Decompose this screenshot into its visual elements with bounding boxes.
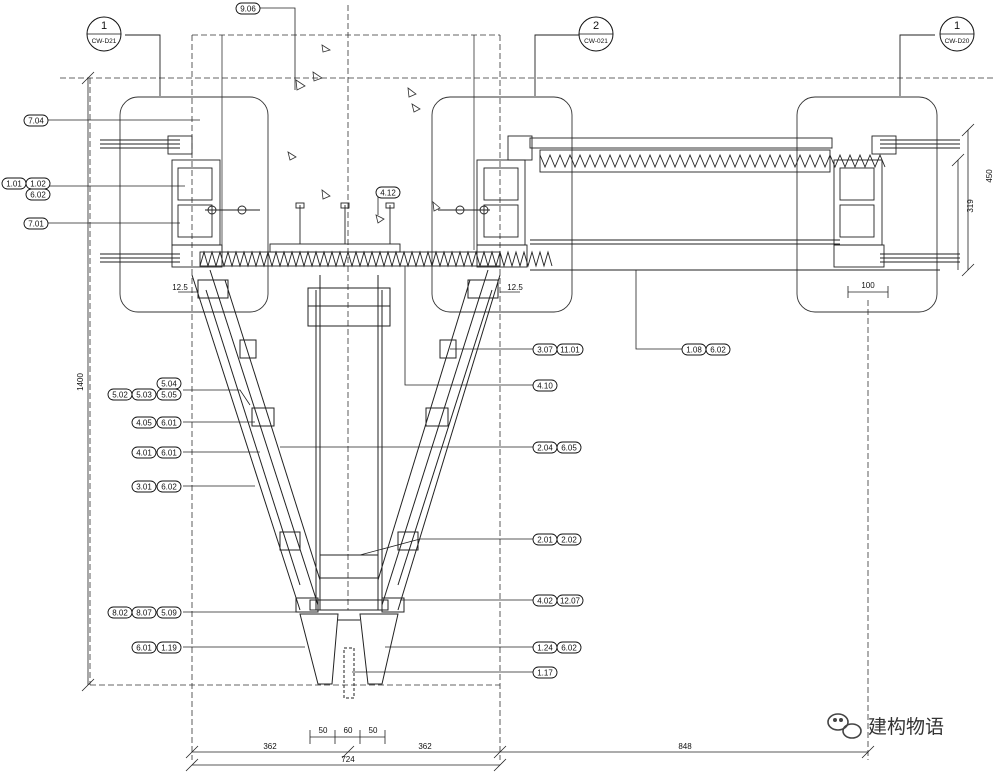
svg-text:3.07: 3.07: [537, 346, 553, 355]
grid-number: 2: [593, 20, 599, 32]
svg-text:6.02: 6.02: [710, 346, 726, 355]
right-bay-panel: [529, 137, 940, 271]
svg-text:2.04: 2.04: [537, 444, 553, 453]
svg-text:3.01: 3.01: [136, 483, 152, 492]
svg-text:5.05: 5.05: [161, 391, 177, 400]
leader-lines: [48, 7, 690, 673]
svg-text:5.03: 5.03: [136, 391, 152, 400]
grid-leaders: [125, 34, 935, 96]
grid-marker: 1 CW-D21: [86, 16, 122, 52]
dimension-1400: 1400: [76, 373, 85, 391]
svg-text:4.02: 4.02: [537, 597, 553, 606]
svg-text:7.01: 7.01: [28, 220, 44, 229]
grid-ref: CW-D21: [92, 38, 117, 45]
svg-text:4.12: 4.12: [380, 189, 396, 198]
left-glazing-unit: [100, 135, 260, 268]
center-mullion-unit: [438, 135, 533, 268]
callout-4.05: 4.05 6.01: [131, 416, 182, 429]
callout-6.01: 6.01 1.19: [131, 641, 182, 654]
svg-text:6.02: 6.02: [30, 191, 46, 200]
callout-2.04: 2.04 6.05: [532, 441, 582, 454]
grid-marker: 1 CW-D20: [939, 16, 975, 52]
callout-7.01: 7.01: [23, 217, 49, 230]
callout-1.17: 1.17: [532, 666, 558, 679]
svg-text:8.07: 8.07: [136, 609, 152, 618]
floor-slab: [199, 202, 553, 268]
right-mullion-unit: [833, 135, 960, 268]
dimension-50-right: 50: [369, 726, 378, 735]
svg-text:1.01: 1.01: [6, 180, 22, 189]
grid-number: 1: [101, 20, 107, 32]
svg-text:6.01: 6.01: [136, 644, 152, 653]
callout-3.01: 3.01 6.02: [131, 480, 182, 493]
svg-text:11.01: 11.01: [560, 346, 580, 355]
svg-text:9.06: 9.06: [240, 5, 256, 14]
grid-ref: CW-D20: [945, 38, 970, 45]
grid-number: 1: [954, 20, 960, 32]
dimension-12.5-right: 12.5: [507, 283, 523, 292]
grid-marker: 2 CW-021: [578, 16, 614, 52]
watermark: 建构物语: [827, 713, 944, 739]
svg-text:6.01: 6.01: [161, 449, 177, 458]
dimension-50-left: 50: [319, 726, 328, 735]
svg-text:6.01: 6.01: [161, 419, 177, 428]
svg-text:1.08: 1.08: [686, 346, 702, 355]
svg-text:5.04: 5.04: [161, 380, 177, 389]
callout-2.01: 2.01 2.02: [532, 533, 582, 546]
reference-lines: [60, 5, 995, 760]
dimension-100: 100: [861, 281, 875, 290]
svg-text:1.19: 1.19: [161, 644, 177, 653]
svg-text:2.02: 2.02: [561, 536, 577, 545]
callout-9.06: 9.06: [235, 2, 261, 15]
watermark-text: 建构物语: [868, 716, 944, 738]
dimension-319: 319: [966, 199, 975, 213]
dimension-848: 848: [678, 742, 692, 751]
callout-1.24: 1.24 6.02: [532, 641, 582, 654]
chat-bubble-icon: [827, 713, 862, 739]
svg-text:1.02: 1.02: [30, 180, 46, 189]
svg-text:5.09: 5.09: [161, 609, 177, 618]
svg-text:8.02: 8.02: [112, 609, 128, 618]
callout-1.01: 1.01 1.02 6.02: [1, 177, 51, 201]
callout-4.12: 4.12: [375, 186, 401, 199]
dimension-lines: [81, 71, 975, 772]
dimension-60: 60: [344, 726, 353, 735]
svg-text:1.24: 1.24: [537, 644, 553, 653]
callout-7.04: 7.04: [23, 114, 49, 127]
callout-8.02: 8.02 8.07 5.09: [107, 606, 182, 619]
dimension-362-right: 362: [418, 742, 432, 751]
svg-text:12.07: 12.07: [560, 597, 581, 606]
svg-text:7.04: 7.04: [28, 117, 44, 126]
callout-4.01: 4.01 6.01: [131, 446, 182, 459]
grid-ref: CW-021: [584, 38, 608, 45]
callout-3.07: 3.07 11.01: [532, 343, 584, 356]
dimension-724: 724: [341, 755, 355, 764]
concrete-column: [221, 35, 475, 250]
svg-text:5.02: 5.02: [112, 391, 128, 400]
svg-text:6.02: 6.02: [161, 483, 177, 492]
svg-text:4.10: 4.10: [537, 382, 553, 391]
svg-text:1.17: 1.17: [537, 669, 553, 678]
dimension-12.5-left: 12.5: [172, 283, 188, 292]
svg-text:4.01: 4.01: [136, 449, 152, 458]
svg-text:2.01: 2.01: [537, 536, 553, 545]
callout-5.04: 5.04 5.02 5.03 5.05: [107, 377, 182, 401]
zone-outlines: [119, 96, 938, 313]
v-frame-structure: [191, 269, 501, 699]
dimension-450: 450: [985, 169, 994, 183]
svg-text:6.05: 6.05: [561, 444, 577, 453]
callout-4.10: 4.10: [532, 379, 558, 392]
svg-text:4.05: 4.05: [136, 419, 152, 428]
dimension-362-left: 362: [263, 742, 277, 751]
svg-text:6.02: 6.02: [561, 644, 577, 653]
callout-4.02: 4.02 12.07: [532, 594, 584, 607]
callout-1.08: 1.08 6.02: [681, 343, 731, 356]
